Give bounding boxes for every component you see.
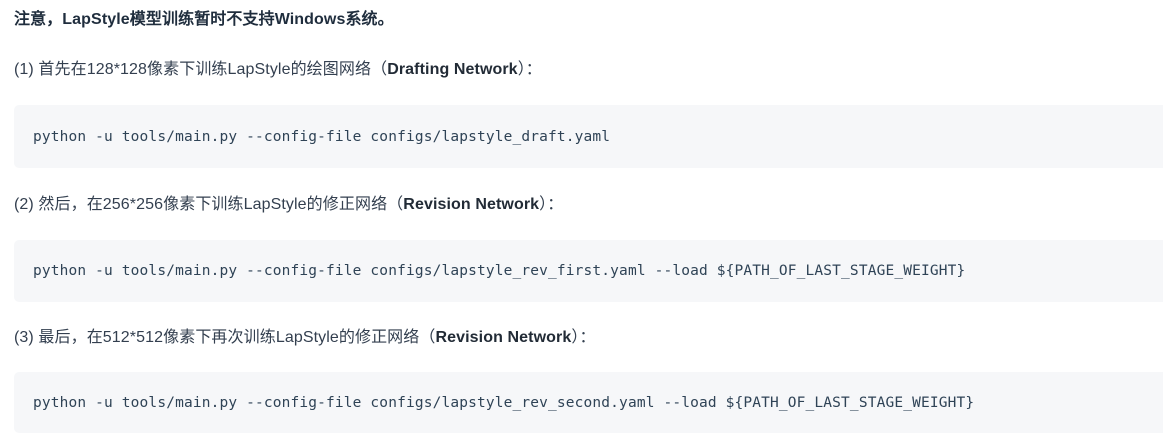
step-3-emphasis-text: Revision Network (435, 329, 572, 346)
code-command-3[interactable]: python -u tools/main.py --config-file co… (33, 394, 975, 411)
code-block-3[interactable]: python -u tools/main.py --config-file co… (14, 372, 1163, 433)
step-2-lead-text: (2) 然后，在256*256像素下训练LapStyle的修正网络（ (14, 196, 404, 213)
notice-heading: 注意，LapStyle模型训练暂时不支持Windows系统。 (14, 11, 394, 28)
step-1-description: (1) 首先在128*128像素下训练LapStyle的绘图网络（Draftin… (14, 57, 542, 83)
step-1-trail-text: ）： (517, 61, 542, 78)
code-block-1[interactable]: python -u tools/main.py --config-file co… (14, 105, 1163, 168)
step-1-emphasis-text: Drafting Network (387, 61, 518, 78)
code-command-2[interactable]: python -u tools/main.py --config-file co… (33, 263, 966, 279)
code-command-1[interactable]: python -u tools/main.py --config-file co… (33, 128, 611, 145)
step-2-emphasis-text: Revision Network (403, 196, 540, 213)
step-2-description: (2) 然后，在256*256像素下训练LapStyle的修正网络（Revisi… (14, 192, 563, 218)
code-block-2[interactable]: python -u tools/main.py --config-file co… (14, 240, 1163, 302)
step-1-lead-text: (1) 首先在128*128像素下训练LapStyle的绘图网络（ (14, 61, 388, 78)
step-3-description: (3) 最后，在512*512像素下再次训练LapStyle的修正网络（Revi… (14, 325, 596, 351)
step-3-trail-text: ）： (571, 329, 596, 346)
step-3-lead-text: (3) 最后，在512*512像素下再次训练LapStyle的修正网络（ (14, 329, 436, 346)
step-2-trail-text: ）： (539, 196, 564, 213)
